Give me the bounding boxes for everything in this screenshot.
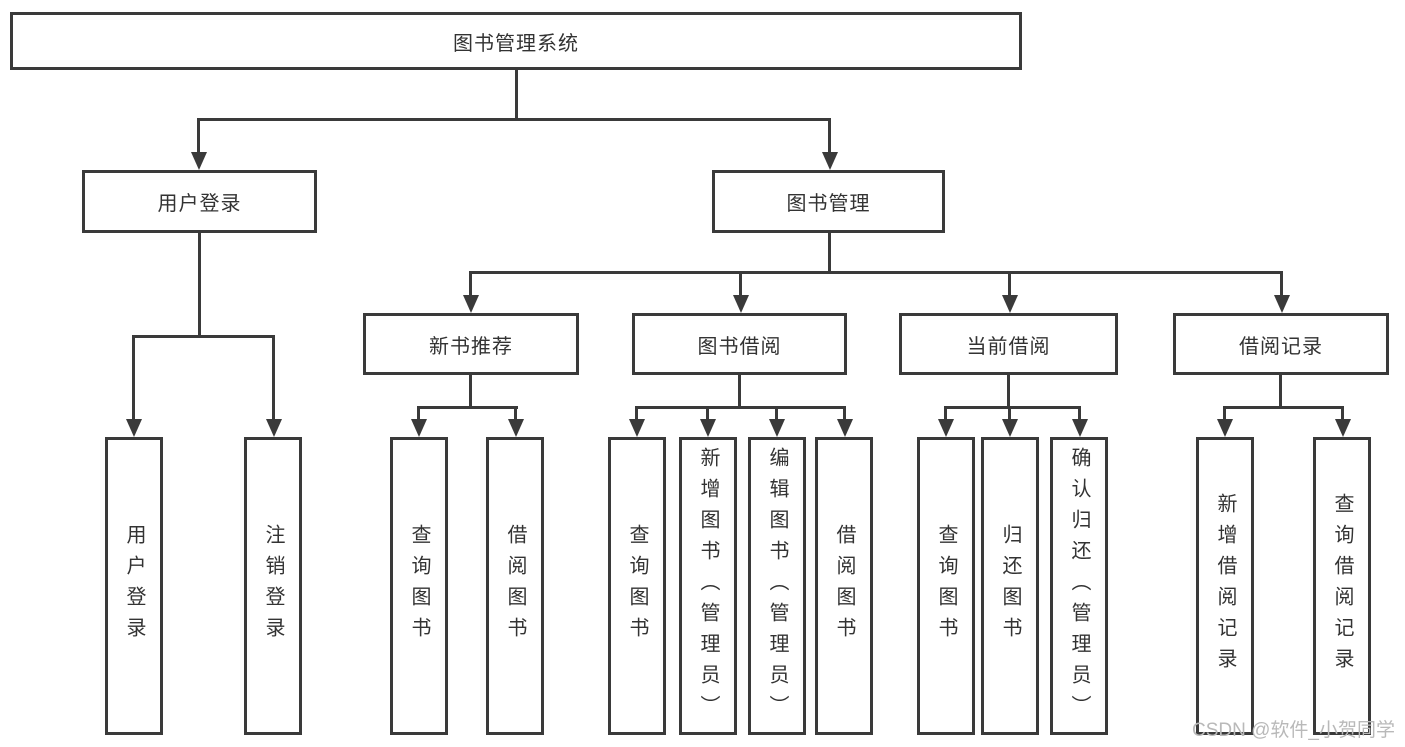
connector — [635, 406, 638, 421]
connector — [843, 406, 846, 421]
node-label: 归还图书 — [999, 524, 1021, 648]
connector — [1279, 375, 1282, 409]
arrow-down-icon — [463, 295, 479, 313]
arrow-down-icon — [1002, 419, 1018, 437]
node-label: 查询图书 — [626, 524, 648, 648]
connector — [1223, 406, 1344, 409]
connector — [1341, 406, 1344, 421]
node-label: 查询借阅记录 — [1331, 493, 1353, 679]
connector — [775, 406, 778, 421]
arrow-down-icon — [1274, 295, 1290, 313]
connector — [944, 406, 1081, 409]
node-book-borrowing: 图书借阅 — [632, 313, 847, 375]
node-label: 借阅图书 — [833, 524, 855, 648]
node-root-system: 图书管理系统 — [10, 12, 1022, 70]
node-label: 图书借阅 — [697, 335, 782, 358]
arrow-down-icon — [1335, 419, 1351, 437]
connector — [1223, 406, 1226, 421]
leaf-borrow-books-recommend: 借阅图书 — [486, 437, 544, 735]
connector — [738, 375, 741, 409]
node-label: 用户登录 — [157, 193, 242, 215]
connector — [197, 118, 831, 121]
connector — [132, 335, 275, 338]
node-label: 新书推荐 — [429, 335, 513, 358]
arrow-down-icon — [822, 152, 838, 170]
connector — [132, 335, 135, 421]
connector — [1280, 271, 1283, 298]
connector — [198, 233, 201, 338]
arrow-down-icon — [769, 419, 785, 437]
connector — [469, 271, 1283, 274]
leaf-edit-book-admin: 编辑图书（管理员） — [748, 437, 806, 735]
node-label: 新增图书（管理员） — [697, 446, 719, 726]
arrow-down-icon — [508, 419, 524, 437]
node-label: 借阅记录 — [1239, 335, 1323, 358]
connector — [515, 70, 518, 120]
node-label: 当前借阅 — [966, 335, 1051, 358]
node-label: 注销登录 — [262, 524, 284, 648]
connector — [828, 118, 831, 155]
connector — [197, 118, 200, 155]
leaf-borrow-books-borrowing: 借阅图书 — [815, 437, 873, 735]
connector — [417, 406, 420, 421]
connector — [272, 335, 275, 421]
leaf-query-books-recommend: 查询图书 — [390, 437, 448, 735]
arrow-down-icon — [411, 419, 427, 437]
arrow-down-icon — [629, 419, 645, 437]
connector — [635, 406, 846, 409]
node-label: 用户登录 — [123, 524, 145, 648]
arrow-down-icon — [126, 419, 142, 437]
node-borrowing-records: 借阅记录 — [1173, 313, 1389, 375]
node-label: 借阅图书 — [504, 524, 526, 648]
arrow-down-icon — [1072, 419, 1088, 437]
node-user-login-branch: 用户登录 — [82, 170, 317, 233]
connector — [514, 406, 517, 421]
csdn-watermark: CSDN @软件_小贺同学 — [1192, 720, 1395, 741]
node-label: 新增借阅记录 — [1214, 493, 1236, 679]
arrow-down-icon — [266, 419, 282, 437]
leaf-query-books-current: 查询图书 — [917, 437, 975, 735]
arrow-down-icon — [1002, 295, 1018, 313]
connector — [944, 406, 947, 421]
connector — [828, 233, 831, 273]
node-label: 编辑图书（管理员） — [766, 446, 788, 726]
arrow-down-icon — [191, 152, 207, 170]
arrow-down-icon — [938, 419, 954, 437]
connector — [706, 406, 709, 421]
node-label: 查询图书 — [408, 524, 430, 648]
connector — [469, 375, 472, 409]
node-new-book-recommend: 新书推荐 — [363, 313, 579, 375]
connector — [469, 271, 472, 298]
arrow-down-icon — [1217, 419, 1233, 437]
connector — [1008, 406, 1011, 421]
connector — [1078, 406, 1081, 421]
leaf-user-login: 用户登录 — [105, 437, 163, 735]
connector — [739, 271, 742, 298]
leaf-logout: 注销登录 — [244, 437, 302, 735]
arrow-down-icon — [837, 419, 853, 437]
connector — [1008, 271, 1011, 298]
arrow-down-icon — [733, 295, 749, 313]
node-label: 图书管理系统 — [453, 32, 579, 55]
leaf-add-borrow-record: 新增借阅记录 — [1196, 437, 1254, 735]
node-label: 查询图书 — [935, 524, 957, 648]
node-label: 确认归还（管理员） — [1068, 446, 1090, 726]
node-label: 图书管理 — [786, 193, 871, 215]
connector — [417, 406, 518, 409]
leaf-query-books-borrowing: 查询图书 — [608, 437, 666, 735]
leaf-add-book-admin: 新增图书（管理员） — [679, 437, 737, 735]
leaf-confirm-return-admin: 确认归还（管理员） — [1050, 437, 1108, 735]
node-current-borrowing: 当前借阅 — [899, 313, 1118, 375]
connector — [1007, 375, 1010, 409]
leaf-query-borrow-record: 查询借阅记录 — [1313, 437, 1371, 735]
arrow-down-icon — [700, 419, 716, 437]
leaf-return-book: 归还图书 — [981, 437, 1039, 735]
node-book-management: 图书管理 — [712, 170, 945, 233]
